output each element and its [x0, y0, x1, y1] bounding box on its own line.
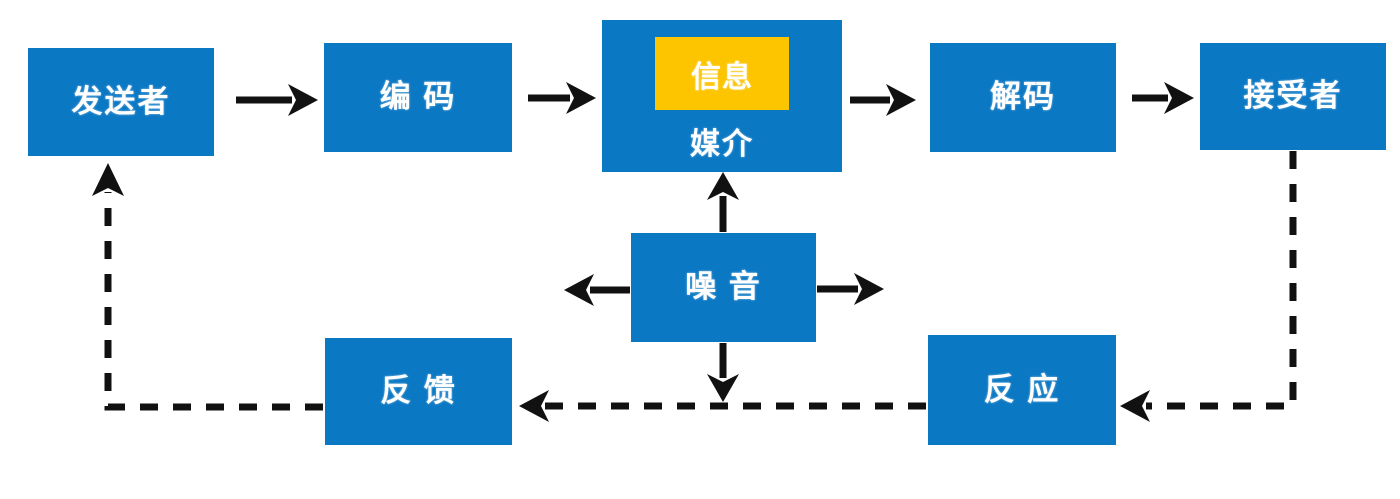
dashed-response-to-feedback	[519, 390, 926, 422]
node-receiver-label: 接受者	[1243, 78, 1343, 114]
node-message-label: 信息	[691, 60, 753, 94]
arrow-noise-left	[564, 274, 630, 306]
node-decode-label: 解码	[990, 79, 1056, 115]
dashed-receiver-to-response	[1120, 151, 1297, 422]
node-sender[interactable]: 发送者	[28, 48, 214, 156]
node-receiver[interactable]: 接受者	[1200, 43, 1386, 150]
arrow-sender-to-encode	[236, 84, 318, 116]
arrow-noise-to-medium	[707, 172, 739, 232]
node-medium[interactable]: 信息 媒介	[602, 20, 842, 172]
node-noise[interactable]: 噪 音	[631, 233, 816, 342]
node-medium-label: 媒介	[690, 128, 754, 161]
node-encode-label: 编 码	[379, 79, 457, 115]
arrow-decode-to-receiver	[1132, 82, 1194, 114]
node-encode[interactable]: 编 码	[324, 43, 512, 152]
node-decode[interactable]: 解码	[930, 43, 1116, 152]
arrow-noise-right	[817, 273, 884, 305]
dashed-feedback-to-sender	[92, 163, 323, 411]
node-response[interactable]: 反 应	[928, 335, 1116, 445]
arrow-medium-to-decode	[850, 84, 916, 116]
node-feedback-label: 反 馈	[380, 373, 457, 409]
node-message[interactable]: 信息	[655, 37, 789, 110]
node-noise-label: 噪 音	[685, 269, 762, 305]
node-sender-label: 发送者	[71, 83, 171, 119]
node-response-label: 反 应	[983, 371, 1061, 407]
arrow-encode-to-medium	[528, 82, 596, 114]
node-feedback[interactable]: 反 馈	[325, 338, 512, 445]
arrow-noise-down	[707, 343, 739, 402]
